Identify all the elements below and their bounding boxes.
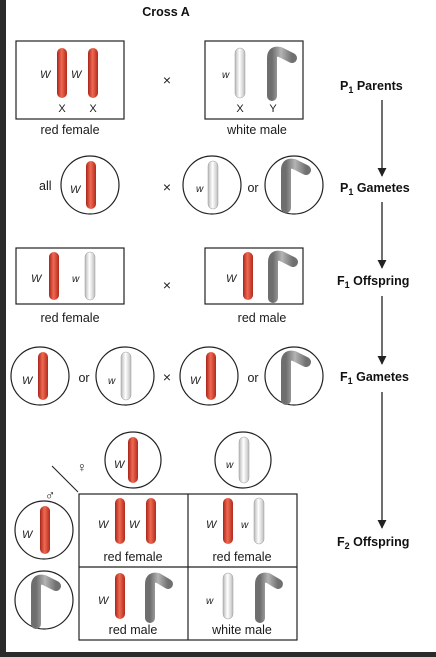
cross-symbol: × (163, 179, 171, 195)
f1-male-label: red male (238, 311, 287, 325)
cross-symbol: × (163, 369, 171, 385)
step-label-p1-gametes: P1 Gametes (340, 181, 410, 197)
allele-label: w (222, 70, 230, 81)
male-symbol: ♂ (45, 487, 56, 503)
allele-label: w (241, 520, 249, 531)
all-label: all (39, 179, 52, 193)
gamete-circle (264, 155, 324, 215)
allele-label: w (108, 376, 116, 387)
f2-cell-label: white male (211, 623, 272, 637)
f2-cell-label: red female (103, 550, 162, 564)
f2-cell-label: red female (212, 550, 271, 564)
gamete-circle (264, 346, 324, 406)
cross-symbol: × (163, 277, 171, 293)
allele-label: w (206, 596, 214, 607)
label-column (332, 0, 436, 652)
x-chromosome-red (88, 48, 98, 98)
gamete-circle (60, 155, 120, 215)
x-chromosome-red (115, 573, 125, 619)
allele-label: W (71, 69, 83, 81)
step-label-f1-offspring: F1 Offspring (337, 274, 409, 290)
gamete-circle (179, 346, 239, 406)
x-chromosome-red (206, 352, 216, 400)
allele-label: W (22, 375, 34, 387)
x-chromosome-red (38, 352, 48, 400)
y-chromosome (268, 250, 298, 303)
f1-female-box (15, 247, 125, 305)
f1-male-box (204, 247, 304, 305)
x-chromosome-red (243, 252, 253, 300)
x-chromosome-red (223, 498, 233, 544)
allele-label: W (206, 519, 218, 531)
step-label-p1-parents: P1 Parents (340, 79, 403, 95)
allele-label: W (114, 459, 126, 471)
allele-label: W (22, 529, 34, 541)
x-chromosome-white (207, 160, 219, 210)
x-chromosome-red (57, 48, 67, 98)
x-chromosome-white (253, 497, 265, 545)
allele-label: w (226, 460, 234, 471)
x-chromosome-red (115, 498, 125, 544)
x-chromosome-red (146, 498, 156, 544)
y-chromosome (145, 572, 173, 623)
y-chromosome (31, 574, 61, 629)
x-chromosome-red (40, 506, 50, 554)
x-chromosome-red (86, 161, 96, 209)
allele-label: W (40, 69, 52, 81)
allele-label: W (98, 595, 110, 607)
p1-male-label: white male (226, 123, 287, 137)
or-label: or (247, 181, 258, 195)
x-chromosome-red (128, 437, 138, 483)
female-symbol: ♀ (77, 459, 88, 475)
x-label: X (58, 103, 66, 115)
gamete-circle (10, 346, 70, 406)
gamete-circle (214, 431, 272, 489)
p1-male-box (204, 40, 304, 120)
gamete-circle (182, 155, 242, 215)
p1-female-box (15, 40, 125, 120)
cross-symbol: × (163, 72, 171, 88)
gamete-circle (14, 570, 74, 630)
allele-label: W (190, 375, 202, 387)
y-chromosome (255, 572, 283, 623)
allele-label: W (226, 273, 238, 285)
allele-label: W (70, 184, 82, 196)
allele-label: W (98, 519, 110, 531)
x-chromosome-white (238, 436, 250, 484)
allele-label: W (129, 519, 141, 531)
allele-label: w (72, 274, 80, 285)
gamete-circle (95, 346, 155, 406)
y-chromosome (267, 46, 297, 101)
x-label: X (89, 103, 97, 115)
allele-label: W (31, 273, 43, 285)
x-label: X (236, 103, 244, 115)
gamete-circle (104, 431, 162, 489)
p1-female-label: red female (40, 123, 99, 137)
y-chromosome (281, 158, 311, 213)
diagram-title: Cross A (142, 5, 189, 19)
f2-cell-label: red male (109, 623, 158, 637)
gamete-circle (14, 500, 74, 560)
content-panel (6, 0, 332, 652)
punnett-diagonal (51, 465, 79, 493)
or-label: or (247, 371, 258, 385)
x-chromosome-white (234, 47, 246, 99)
step-label-f2-offspring: F2 Offspring (337, 535, 409, 551)
step-label-f1-gametes: F1 Gametes (340, 370, 409, 386)
x-chromosome-red (49, 252, 59, 300)
f1-female-label: red female (40, 311, 99, 325)
x-chromosome-white (222, 572, 234, 620)
or-label: or (78, 371, 89, 385)
y-label: Y (269, 103, 277, 115)
allele-label: w (196, 184, 204, 195)
x-chromosome-white (84, 251, 96, 301)
x-chromosome-white (120, 351, 132, 401)
y-chromosome (281, 350, 311, 405)
